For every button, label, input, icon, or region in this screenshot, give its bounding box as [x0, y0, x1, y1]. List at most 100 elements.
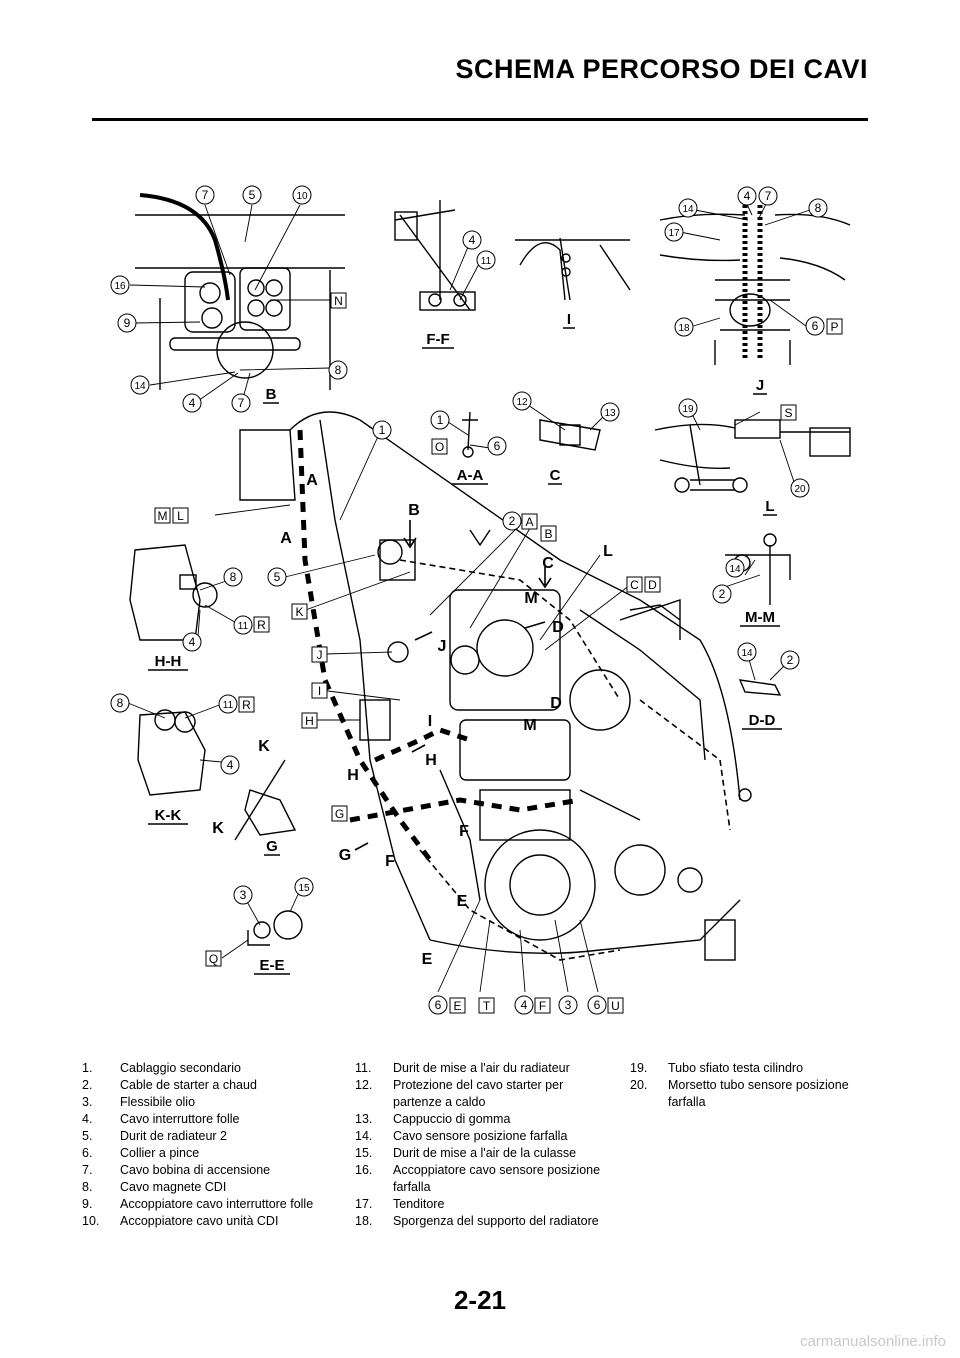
boxed-letter-j: J	[311, 646, 328, 663]
circled-number-6: 6	[428, 995, 448, 1015]
boxed-letter-r: R	[253, 616, 270, 633]
legend-column-2: 11.Durit de mise a l'air du radiateur 12…	[355, 1060, 610, 1230]
letter-callout-f: F	[385, 853, 395, 870]
boxed-letter-d: D	[644, 576, 661, 593]
svg-text:U: U	[611, 999, 620, 1013]
svg-text:J: J	[756, 377, 764, 394]
legend-item: 10.Accoppiatore cavo unità CDI	[82, 1214, 279, 1228]
boxed-letter-q: Q	[205, 950, 222, 967]
circled-number-7: 7	[195, 185, 215, 205]
legend-item: 13.Cappuccio di gomma	[355, 1112, 511, 1126]
circled-number-11: 11	[218, 694, 238, 714]
legend-item: 8.Cavo magnete CDI	[82, 1180, 227, 1194]
letter-callout-e: E	[457, 893, 468, 910]
circled-number-4: 4	[182, 393, 202, 413]
letter-callouts: A A B C D D M M J I H H F F G K K E E L	[212, 472, 613, 968]
svg-text:6: 6	[812, 319, 819, 333]
svg-text:5: 5	[249, 188, 256, 202]
cable-route-thin	[399, 559, 731, 961]
legend-item: 1.Cablaggio secondario	[82, 1061, 241, 1075]
svg-text:T: T	[483, 999, 491, 1013]
legend-item: 2.Cable de starter a chaud	[82, 1078, 257, 1092]
letter-callout-k: K	[258, 738, 270, 755]
circled-number-3: 3	[558, 995, 578, 1015]
circled-number-4: 4	[462, 230, 482, 250]
svg-text:11: 11	[223, 700, 234, 711]
section-arrows	[354, 520, 552, 851]
inset-b-drawing	[135, 193, 345, 390]
boxed-letter-r: R	[238, 696, 255, 713]
legend-item: 15.Durit de mise a l'air de la culasse	[355, 1146, 577, 1160]
boxed-letter-e: E	[449, 997, 466, 1014]
svg-text:1: 1	[437, 413, 444, 427]
svg-text:6: 6	[494, 439, 501, 453]
boxed-letter-k: K	[291, 603, 308, 620]
section-label-i: I	[563, 311, 575, 329]
svg-text:D-D: D-D	[749, 712, 776, 729]
boxed-letter-f: F	[534, 997, 551, 1014]
circled-number-2: 2	[502, 511, 522, 531]
svg-text:2: 2	[787, 653, 794, 667]
boxed-letter-o: O	[431, 438, 448, 455]
inset-i-drawing	[515, 237, 631, 301]
svg-text:14: 14	[682, 204, 694, 215]
inset-kk-drawing	[137, 709, 206, 796]
boxed-letter-h: H	[301, 712, 318, 729]
svg-text:7: 7	[202, 188, 209, 202]
svg-text:10: 10	[296, 191, 308, 202]
svg-text:J: J	[317, 648, 323, 662]
svg-text:8: 8	[230, 570, 237, 584]
circled-number-17: 17	[664, 222, 684, 242]
svg-text:M-M: M-M	[745, 609, 775, 626]
circled-number-11: 11	[233, 615, 253, 635]
boxed-letter-l: L	[172, 507, 189, 524]
circled-number-6: 6	[805, 316, 825, 336]
letter-callout-a: A	[306, 472, 318, 489]
svg-text:F-F: F-F	[426, 331, 449, 348]
svg-text:11: 11	[481, 256, 492, 267]
inset-j-drawing	[659, 205, 851, 365]
svg-text:G: G	[335, 807, 344, 821]
svg-text:4: 4	[521, 998, 528, 1012]
page-number: 2-21	[453, 1285, 507, 1315]
circled-number-12: 12	[512, 391, 532, 411]
svg-text:15: 15	[298, 883, 310, 894]
svg-text:7: 7	[765, 189, 772, 203]
circled-number-1: 1	[430, 410, 450, 430]
circled-number-19: 19	[678, 398, 698, 418]
letter-callout-h: H	[425, 752, 437, 769]
boxed-letter-g: G	[331, 805, 348, 822]
letter-callout-j: J	[438, 638, 447, 655]
circled-number-6: 6	[487, 436, 507, 456]
circled-number-8: 8	[328, 360, 348, 380]
boxed-letter-u: U	[607, 997, 624, 1014]
svg-text:Q: Q	[209, 952, 218, 966]
svg-text:14: 14	[729, 564, 741, 575]
circled-number-8: 8	[110, 693, 130, 713]
circled-number-14: 14	[130, 375, 150, 395]
letter-callout-d: D	[550, 695, 562, 712]
svg-text:A: A	[525, 515, 533, 529]
page-title: SCHEMA PERCORSO DEI CAVI	[455, 54, 868, 84]
svg-text:8: 8	[335, 363, 342, 377]
svg-text:14: 14	[741, 648, 753, 659]
svg-text:C: C	[630, 578, 639, 592]
circled-number-7: 7	[231, 393, 251, 413]
circled-number-4: 4	[220, 755, 240, 775]
circled-number-3: 3	[233, 885, 253, 905]
svg-text:20: 20	[794, 484, 806, 495]
svg-text:B: B	[544, 527, 552, 541]
svg-text:6: 6	[435, 998, 442, 1012]
section-label-c: C	[548, 467, 562, 485]
boxed-letter-p: P	[826, 318, 843, 335]
letter-callout-m: M	[524, 590, 537, 607]
circled-number-4: 4	[182, 632, 202, 652]
inset-c-drawing	[539, 419, 601, 451]
legend-item: 9.Accoppiatore cavo interruttore folle	[82, 1197, 314, 1211]
letter-callout-d: D	[552, 619, 564, 636]
section-label-dd: D-D	[742, 712, 782, 730]
svg-text:I: I	[318, 684, 321, 698]
circled-number-5: 5	[242, 185, 262, 205]
svg-text:S: S	[784, 406, 792, 420]
svg-text:17: 17	[668, 228, 680, 239]
